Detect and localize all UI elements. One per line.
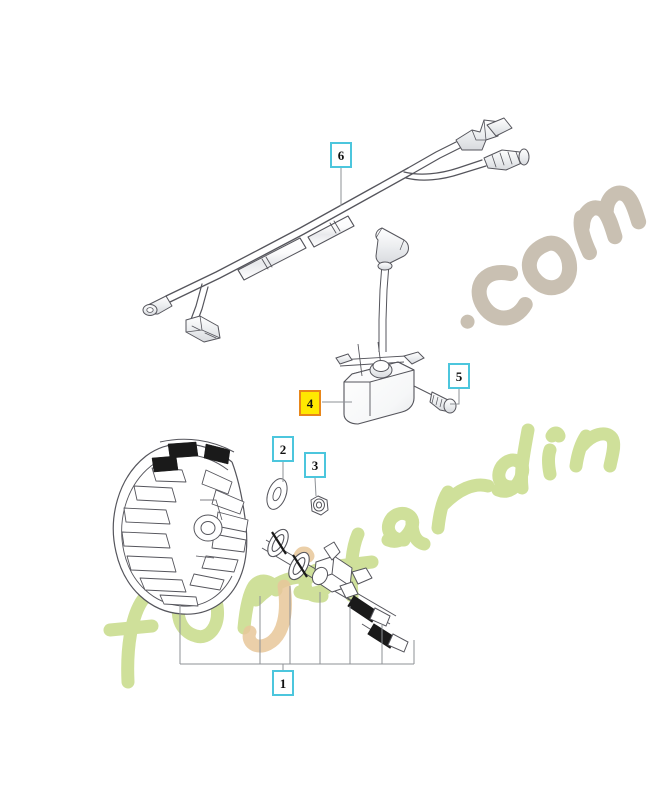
spark-plug-cap <box>375 227 409 265</box>
mounting-screw <box>413 385 457 414</box>
callout-2[interactable]: 2 <box>272 436 294 462</box>
bracket-group-1 <box>179 586 415 670</box>
washer <box>266 478 288 510</box>
leader-lines <box>282 168 460 497</box>
screw-dark-2 <box>361 623 409 653</box>
nut <box>310 495 329 516</box>
callout-3[interactable]: 3 <box>304 452 326 478</box>
callout-6[interactable]: 6 <box>330 142 352 168</box>
watermark-foretjardin <box>103 185 647 689</box>
callout-4[interactable]: 4 <box>299 390 321 416</box>
flywheel <box>112 438 249 615</box>
crankshaft-assembly <box>261 528 409 653</box>
ignition-coil-module <box>335 341 425 425</box>
callout-1[interactable]: 1 <box>272 670 294 696</box>
cable-harness-assembly <box>142 117 530 343</box>
ht-lead <box>377 261 393 352</box>
callout-5[interactable]: 5 <box>448 363 470 389</box>
screw-dark-1 <box>347 595 391 627</box>
